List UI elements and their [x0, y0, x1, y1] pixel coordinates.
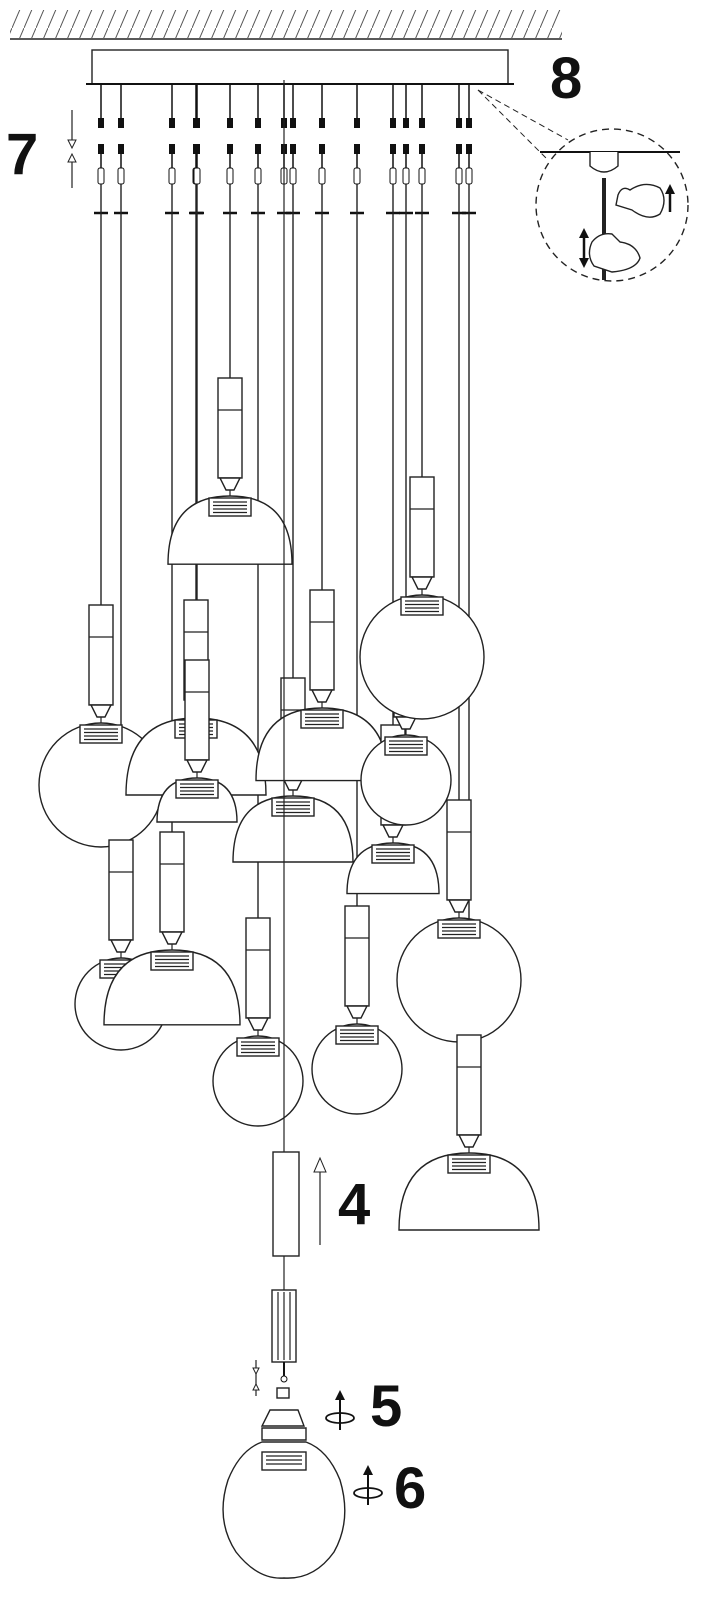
- pendant-lamp: [167, 377, 293, 565]
- cable-connector: [452, 84, 466, 215]
- cable-connector: [165, 84, 179, 215]
- pendant-lamps: [38, 377, 540, 1231]
- pendant-lamp: [311, 905, 403, 1115]
- cable-connector: [190, 84, 204, 215]
- ceiling: [10, 10, 562, 40]
- cable-connector: [415, 84, 429, 215]
- rotate-icon: [353, 1465, 383, 1505]
- pendant-lamp: [38, 604, 164, 848]
- cable-connector: [350, 84, 364, 215]
- cable-connector: [223, 84, 237, 215]
- cable-connectors: [94, 84, 476, 215]
- canopy-plate: [86, 49, 514, 85]
- pendant-lamp: [398, 1034, 540, 1231]
- cable-connector: [399, 84, 413, 215]
- hand-icon: [588, 232, 641, 273]
- cable-connector: [251, 84, 265, 215]
- pendant-lamp: [359, 476, 485, 720]
- step-label-5: 5: [370, 1374, 402, 1439]
- cable-connector: [94, 84, 108, 215]
- height-adjust-arrows: [67, 110, 77, 188]
- step-label-6: 6: [394, 1456, 426, 1521]
- assembly-detail: [222, 80, 383, 1579]
- step-label-7: 7: [6, 122, 38, 187]
- hand-icon: [615, 183, 665, 218]
- step-label-8: 8: [550, 46, 582, 111]
- step-label-4: 4: [338, 1172, 370, 1237]
- rotate-icon: [325, 1390, 355, 1430]
- pendant-lamp: [396, 799, 522, 1043]
- pendant-lamp: [103, 831, 241, 1026]
- pendant-lamp: [255, 589, 389, 782]
- pendant-lamp: [156, 659, 238, 823]
- pendant-lamp: [212, 917, 304, 1127]
- detail-callout: [477, 89, 689, 282]
